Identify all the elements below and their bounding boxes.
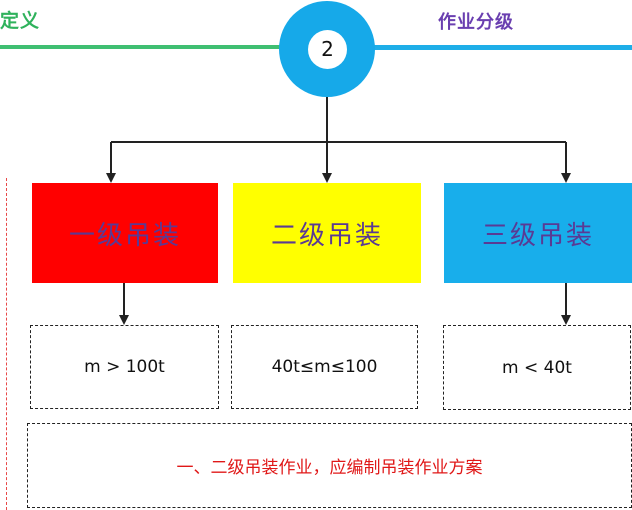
plan-requirement-text: 一、二级吊装作业，应编制吊装作业方案 [176, 458, 483, 478]
level-3-box: 三级吊装 [444, 183, 632, 283]
blue-divider [360, 45, 632, 50]
level-3-range: m < 40t [443, 325, 631, 410]
step-number: 2 [308, 30, 347, 69]
level-1-range-text: m > 100t [84, 357, 165, 377]
left-red-dashed-line [6, 178, 7, 510]
level-2-box: 二级吊装 [233, 183, 421, 283]
definition-label: 定义 [0, 10, 41, 32]
level-2-label: 二级吊装 [270, 220, 383, 251]
level-2-range-text: 40t≤m≤100 [271, 357, 378, 377]
classification-label: 作业分级 [438, 12, 514, 33]
green-divider [0, 45, 292, 49]
plan-requirement-note: 一、二级吊装作业，应编制吊装作业方案 [27, 423, 632, 508]
level-1-box: 一级吊装 [32, 183, 218, 283]
level-1-label: 一级吊装 [68, 220, 181, 251]
level-3-range-text: m < 40t [502, 357, 572, 378]
level-1-range: m > 100t [30, 325, 219, 409]
level-2-range: 40t≤m≤100 [231, 325, 418, 409]
level-3-label: 三级吊装 [481, 220, 594, 251]
